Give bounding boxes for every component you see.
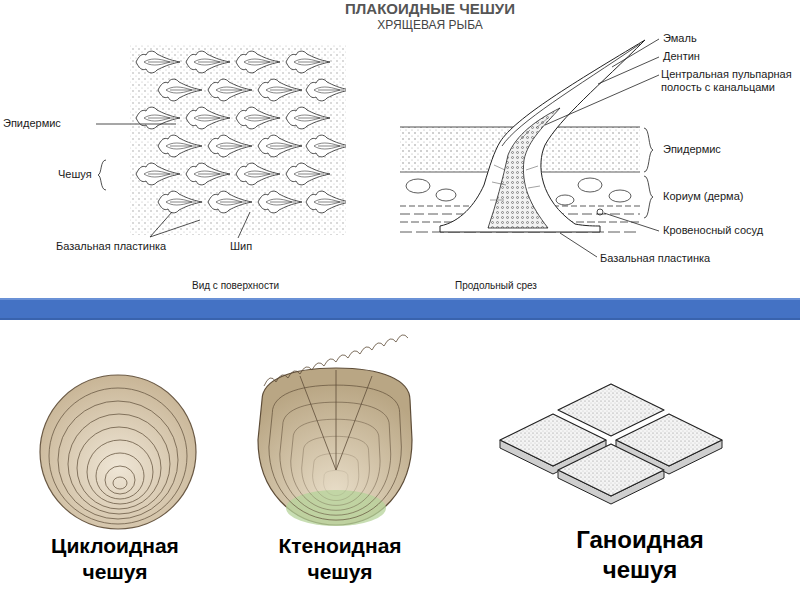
part-label: Кориум (дерма) bbox=[663, 190, 743, 203]
part-label: Чешуя bbox=[58, 168, 92, 181]
view-caption: Продольный срез bbox=[455, 280, 537, 292]
scale-caption: Ганоидная чешуя bbox=[540, 525, 740, 585]
scale-caption: Ктеноидная чешуя bbox=[250, 533, 430, 586]
part-label: Кровеносный сосуд bbox=[663, 224, 763, 237]
part-label: Центральная пульпарная полость с канальц… bbox=[661, 68, 797, 94]
diagram-title: ПЛАКОИДНЫЕ ЧЕШУИ bbox=[280, 0, 580, 18]
part-label: Шип bbox=[230, 240, 252, 253]
part-label: Базальная пластинка bbox=[600, 252, 710, 265]
part-label: Эпидермис bbox=[663, 143, 721, 156]
subtitle: ХРЯЩЕВАЯ РЫБА bbox=[330, 18, 530, 32]
view-caption: Вид с поверхности bbox=[192, 280, 279, 292]
part-label: Эмаль bbox=[663, 32, 697, 45]
part-label: Эпидермис bbox=[3, 117, 61, 130]
part-label: Базальная пластинка bbox=[56, 240, 166, 253]
scale-caption: Циклоидная чешуя bbox=[25, 533, 205, 586]
part-label: Дентин bbox=[663, 50, 700, 63]
